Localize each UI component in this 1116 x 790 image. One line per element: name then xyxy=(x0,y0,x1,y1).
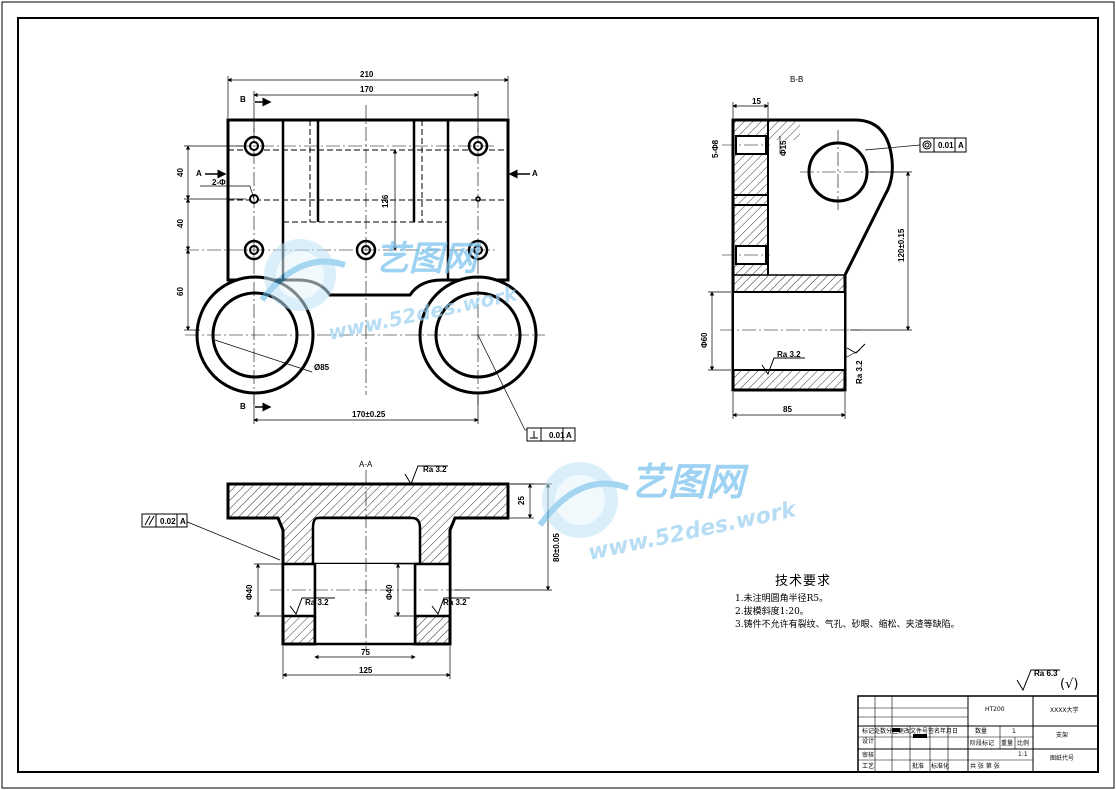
tb-standard: 标准化 xyxy=(931,762,949,770)
dim-170: 170 xyxy=(360,85,374,94)
tb-process: 工艺 xyxy=(862,762,874,770)
tb-designer: 设计 xyxy=(862,737,874,745)
section-mark-a-right: A xyxy=(532,169,538,178)
dim-5-phi8: 5-Φ8 xyxy=(711,139,720,158)
roughness-general-mark: (√) xyxy=(1060,677,1078,692)
parallel-datum: A xyxy=(180,517,186,526)
dim-phi15: Φ15 xyxy=(779,140,788,156)
tb-revision: 标记处数分区更改文件号签名年月日 xyxy=(862,727,958,735)
watermark-brand-2: 艺图网 xyxy=(630,460,749,504)
dim-170-tol: 170±0.25 xyxy=(352,410,386,419)
tb-checker: 审核 xyxy=(862,751,874,759)
section-mark-b-bottom: B xyxy=(240,402,246,411)
perpendicular-value: 0.01 xyxy=(549,431,565,440)
tb-material: HT200 xyxy=(985,706,1005,713)
dim-60: 60 xyxy=(176,287,185,296)
section-mark-a-left: A xyxy=(196,169,202,178)
dim-126: 126 xyxy=(381,194,390,208)
dim-15: 15 xyxy=(752,97,761,106)
view-label-aa: A-A xyxy=(359,460,373,469)
roughness-aa-top: Ra 3.2 xyxy=(423,465,447,474)
roughness-bb-inner: Ra 3.2 xyxy=(777,350,801,359)
notes-title: 技术要求 xyxy=(775,574,832,589)
dim-75: 75 xyxy=(361,648,370,657)
watermark-url-2: www.52des.work xyxy=(586,497,799,566)
dim-phi40-right: Φ40 xyxy=(385,584,394,600)
dim-40-upper: 40 xyxy=(176,168,185,177)
dim-80: 80±0.05 xyxy=(552,533,561,562)
tb-quantity: 1 xyxy=(1012,728,1016,735)
dim-120: 120±0.15 xyxy=(897,228,906,262)
parallel-value: 0.02 xyxy=(160,517,176,526)
notes-line-1: 1.未注明圆角半径R5。 xyxy=(735,594,829,604)
tb-approve: 批准 xyxy=(912,762,924,770)
tb-scale: 1:1 xyxy=(1018,751,1028,758)
watermark-logo-1 xyxy=(259,239,346,311)
tb-sheets: 共 张 第 张 xyxy=(970,762,1000,770)
dim-210: 210 xyxy=(360,70,374,79)
notes-line-3: 3.铸件不允许有裂纹、气孔、砂眼、缩松、夹渣等缺陷。 xyxy=(735,620,960,630)
concentric-value: 0.01 xyxy=(938,141,954,150)
dim-holes: 2-Φ xyxy=(212,178,226,187)
aa-section-view xyxy=(141,465,1060,692)
roughness-aa-right: Ra 3.2 xyxy=(443,598,467,607)
tb-quantity-label: 数量 xyxy=(975,727,987,735)
bb-section-view xyxy=(708,102,967,419)
title-block xyxy=(857,695,1099,773)
tb-school: XXXX大学 xyxy=(1050,706,1078,714)
dim-phi40-left: Φ40 xyxy=(245,584,254,600)
watermark-brand-1: 艺图网 xyxy=(375,239,482,279)
roughness-bb-side: Ra 3.2 xyxy=(855,360,864,384)
roughness-aa-left: Ra 3.2 xyxy=(305,598,329,607)
tb-drawing-no: 图纸代号 xyxy=(1050,754,1074,762)
dim-40-lower: 40 xyxy=(176,219,185,228)
tb-scale-label: 比例 xyxy=(1017,739,1029,747)
section-mark-b-top: B xyxy=(240,95,246,104)
view-label-bb: B-B xyxy=(790,75,803,84)
drawing-frame xyxy=(17,17,1099,773)
dim-85-bb: 85 xyxy=(783,405,792,414)
tb-stage-label: 阶段标记 xyxy=(970,739,994,747)
perpendicular-datum: A xyxy=(566,431,572,440)
dim-phi85: Ø85 xyxy=(314,363,330,372)
technical-requirements: 技术要求 1.未注明圆角半径R5。 2.拔模斜度1:20。 3.铸件不允许有裂纹… xyxy=(735,570,960,632)
watermark-logo-2 xyxy=(537,462,630,538)
dim-phi60: Φ60 xyxy=(700,332,709,348)
tb-part-name: 支架 xyxy=(1056,731,1068,739)
concentric-datum: A xyxy=(958,141,964,150)
notes-line-2: 2.拔模斜度1:20。 xyxy=(735,607,809,617)
roughness-general: Ra 6.3 xyxy=(1034,669,1058,678)
tb-weight-label: 重量 xyxy=(1001,739,1013,747)
dim-125: 125 xyxy=(359,666,373,675)
dim-25: 25 xyxy=(517,496,526,505)
